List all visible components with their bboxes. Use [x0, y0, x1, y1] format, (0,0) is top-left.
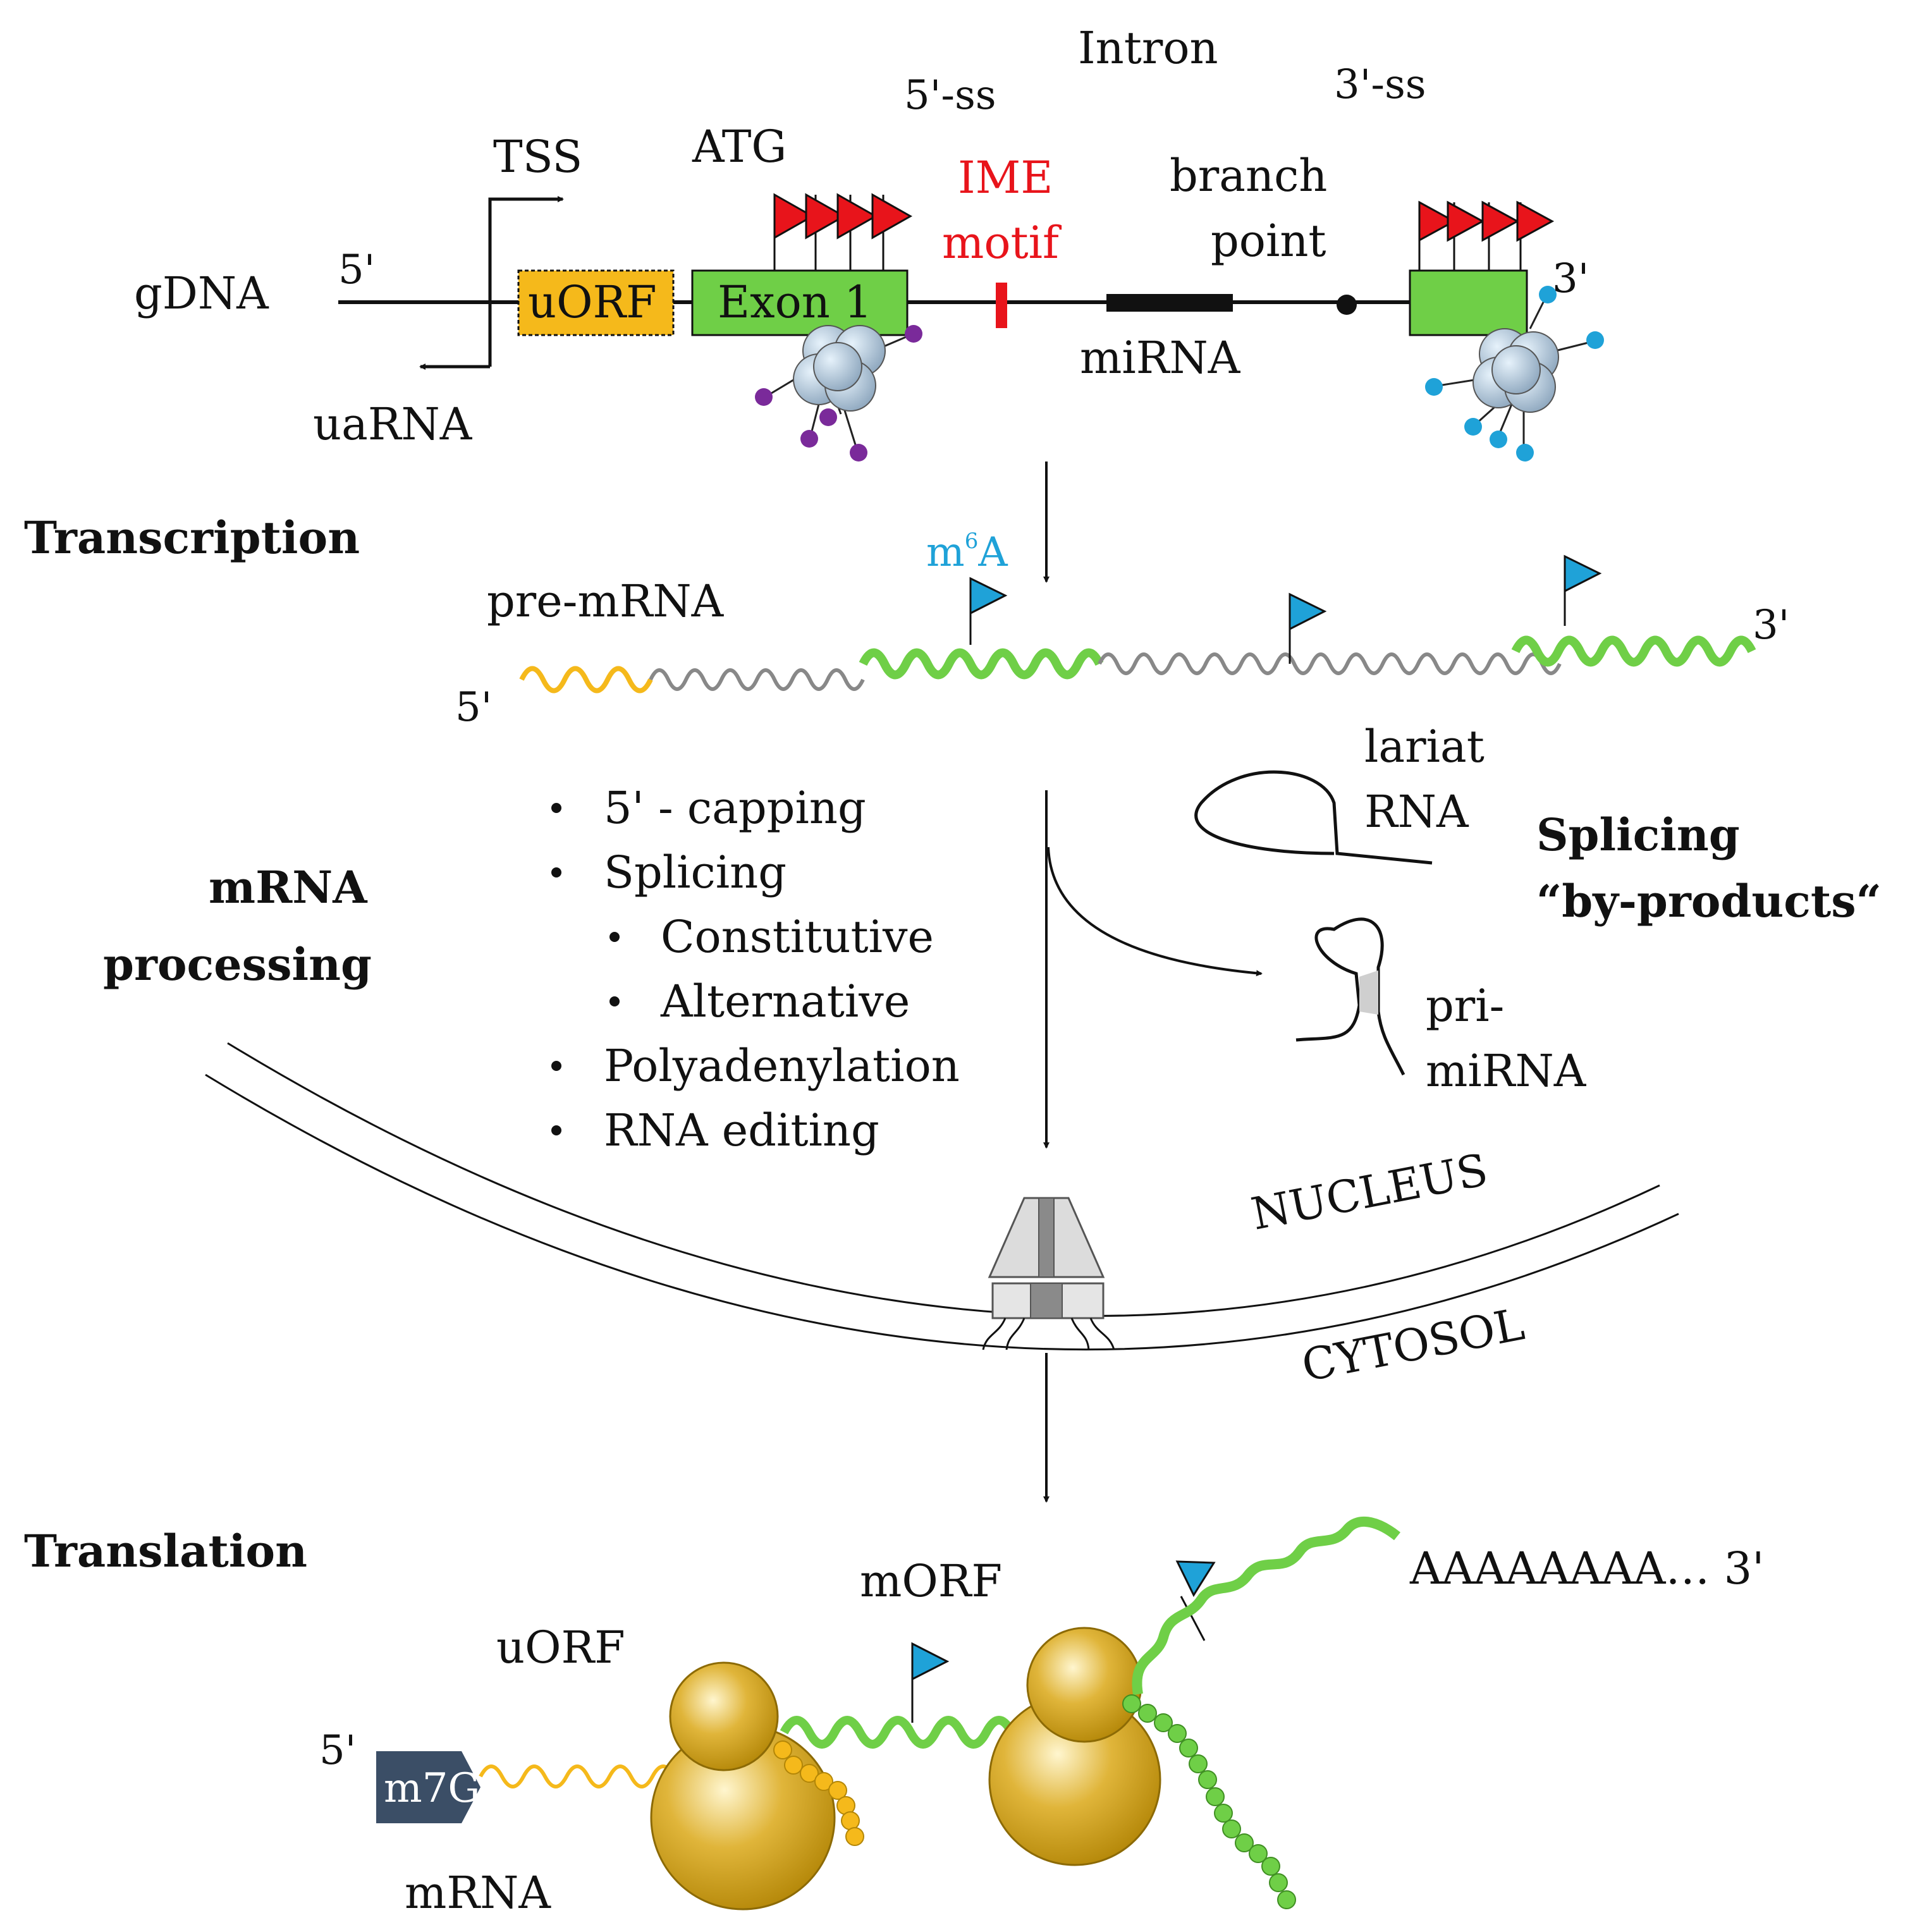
ribosome-2-icon [988, 1627, 1161, 1866]
translation-five-prime: 5' [319, 1727, 356, 1774]
pre-mrna-label: pre-mRNA [487, 575, 725, 627]
translation-section: Translation mORF uORF 5' mRNA AAAAAAAA… … [24, 1516, 1764, 1919]
gdna-five-prime-label: 5' [338, 247, 375, 293]
pre-mrna-exon2-wave [1511, 635, 1756, 667]
list-item: 5' - capping [604, 782, 866, 834]
red-flag-icon [1481, 200, 1520, 242]
cytosol-label: CYTOSOL [1298, 1298, 1529, 1391]
mrna-3utr-wave [1132, 1516, 1400, 1696]
transcription-section: Transcription pre-mRNA 5' 3' m6A [24, 511, 1789, 731]
pre-mrna-5utr-wave [519, 666, 653, 694]
nucleosome-right [1425, 286, 1604, 462]
exon1-modification-flags [773, 193, 913, 271]
red-flag-icon [871, 193, 913, 240]
translation-heading: Translation [24, 1525, 307, 1577]
transcription-heading: Transcription [24, 511, 360, 564]
translation-m6a-flags [911, 1560, 1216, 1723]
gdna-section: gDNA 5' TSS uaRNA uORF Exon 1 ATG [134, 22, 1604, 462]
byproducts-heading-line2: “by-products“ [1536, 875, 1882, 927]
m6a-flag-icon [911, 1642, 950, 1681]
lariat-label-line2: RNA [1364, 786, 1469, 838]
pri-mirna-label-line1: pri- [1426, 980, 1504, 1032]
lariat-label-line1: lariat [1364, 721, 1485, 773]
exon2-modification-flags [1418, 200, 1555, 271]
m6a-flag-icon [1564, 554, 1602, 593]
processing-heading-line1: mRNA [209, 861, 368, 914]
gdna-three-prime-label: 3' [1552, 255, 1589, 302]
nucleosome-left [755, 325, 922, 462]
ime-label-line1: IME [958, 152, 1053, 204]
tss-arrow [488, 196, 564, 367]
pre-mrna-five-prime: 5' [455, 684, 492, 731]
list-item: Splicing [604, 847, 787, 898]
nucleus-label: NUCLEUS [1247, 1144, 1492, 1240]
byproducts-heading-line1: Splicing [1536, 809, 1740, 861]
list-item: Polyadenylation [604, 1040, 960, 1092]
pri-mirna-hairpin-icon [1295, 917, 1405, 1076]
processing-steps-list: 5' - capping Splicing Constitutive Alter… [551, 782, 960, 1156]
byproduct-branch-arrow [1047, 847, 1263, 977]
acetyl-mark-icon [1425, 286, 1604, 462]
methyl-mark-icon [755, 325, 922, 462]
morf-peptide-chain [1122, 1694, 1296, 1909]
m7g-cap-label: m7G [384, 1765, 481, 1812]
ribosome-1-icon [650, 1661, 836, 1911]
mrna-label: mRNA [405, 1867, 551, 1919]
red-flag-icon [1418, 200, 1457, 242]
uarna-label: uaRNA [313, 398, 473, 450]
uorf-label: uORF [528, 276, 657, 328]
ss5-label: 5'-ss [904, 72, 996, 119]
mirna-locus-bar [1106, 294, 1233, 312]
red-flag-icon [836, 193, 878, 240]
exon1-box [691, 269, 909, 336]
pre-mrna-three-prime: 3' [1753, 602, 1789, 649]
branch-label-line2: point [1211, 215, 1326, 267]
m6a-flags [969, 554, 1602, 664]
uorf-peptide-chain [773, 1740, 864, 1846]
list-item: Constitutive [661, 911, 934, 963]
list-item: Alternative [660, 975, 910, 1027]
ime-motif-mark [996, 283, 1007, 328]
pri-mirna-label-line2: miRNA [1426, 1045, 1587, 1097]
m6a-flag-icon [1175, 1560, 1216, 1598]
red-flag-icon [805, 193, 847, 240]
translation-uorf-label: uORF [496, 1622, 625, 1673]
m6a-label: m6A [926, 529, 1008, 576]
exon1-label: Exon 1 [718, 276, 872, 328]
nuclear-pore-icon [982, 1197, 1115, 1350]
red-flag-icon [1447, 200, 1485, 242]
exon2-box [1409, 269, 1528, 336]
red-flag-icon [773, 193, 815, 240]
gdna-label: gDNA [134, 267, 269, 319]
branch-point-dot [1337, 295, 1357, 315]
intron-label: Intron [1078, 22, 1218, 74]
morf-label: mORF [860, 1555, 1002, 1607]
list-item: RNA editing [604, 1104, 879, 1156]
tss-label: TSS [493, 131, 582, 183]
lariat-rna-icon [1194, 770, 1433, 865]
ime-label-line2: motif [942, 217, 1062, 269]
uorf-box [517, 269, 675, 336]
pri-mirna-stem-shading [1359, 970, 1378, 1015]
pre-mrna-intron-wave-2 [1098, 652, 1562, 675]
pre-mrna-intron-wave-1 [649, 668, 865, 691]
mirna-label: miRNA [1080, 332, 1241, 384]
processing-section: mRNA processing 5' - capping Splicing Co… [103, 721, 1882, 1156]
red-flag-icon [1516, 200, 1555, 242]
polya-label: AAAAAAAA… 3' [1409, 1543, 1764, 1594]
atg-label: ATG [692, 121, 787, 173]
m6a-flag-icon [969, 577, 1008, 615]
m7g-cap-icon [376, 1751, 481, 1823]
ss3-label: 3'-ss [1334, 61, 1426, 108]
m6a-flag-icon [1289, 592, 1327, 631]
processing-heading-line2: processing [103, 938, 372, 991]
pre-mrna-exon1-wave [859, 648, 1104, 680]
branch-label-line1: branch [1170, 150, 1327, 202]
